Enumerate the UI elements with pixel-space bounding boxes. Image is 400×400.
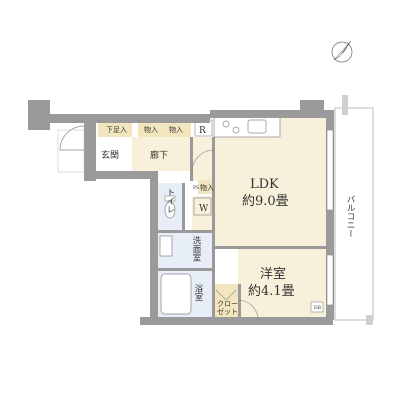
- balcony-area: [334, 107, 374, 321]
- toilet-bowl-icon: [164, 201, 176, 219]
- refrigerator-label: R: [199, 126, 206, 136]
- hallway-floor-2: [192, 137, 214, 181]
- walk-closet-floor: [214, 284, 240, 317]
- ldk-name-label: LDK: [250, 177, 279, 192]
- kitchen-counter: [213, 116, 281, 138]
- walk-closet-label-line1: クロー: [217, 300, 238, 308]
- closet-2-label: 物入: [169, 125, 183, 134]
- windows: [326, 129, 334, 306]
- washer-icon: [193, 197, 212, 216]
- shoe-closet: [98, 123, 132, 137]
- hall-door-icon: [191, 149, 215, 173]
- toilet-label: トイレ: [165, 188, 175, 214]
- western-room-name-label: 洋室: [260, 266, 286, 282]
- bathroom-label: 浴室: [193, 283, 203, 301]
- toilet-tank-icon: [164, 195, 176, 202]
- washbasin-icon: [159, 235, 173, 257]
- sink-icon: [247, 119, 267, 134]
- distribution-board-icon: [310, 301, 324, 313]
- western-door-icon: [237, 299, 259, 321]
- shoe-closet-label: 下足入: [106, 126, 127, 134]
- washer-label: W: [199, 204, 209, 214]
- hallway-label: 廊下: [150, 149, 168, 161]
- stove-burner-icon: [222, 120, 230, 128]
- balcony-rail: [342, 95, 348, 115]
- distribution-board-label: DB: [314, 305, 322, 311]
- pipe-space-label: PS: [193, 185, 199, 191]
- ldk-floor: [214, 117, 327, 248]
- washer-space: [192, 196, 214, 233]
- hallway-floor: [132, 137, 192, 171]
- balcony-rail-bottom: [366, 315, 373, 325]
- north-arrow-icon: [331, 40, 353, 63]
- entrance-floor: [96, 137, 132, 171]
- entrance-label: 玄関: [101, 149, 119, 161]
- closet-1: [138, 123, 165, 137]
- closet-3-label: 物入: [200, 183, 214, 192]
- entrance-door-icon: [59, 125, 85, 151]
- entrance-door-frame: [57, 129, 85, 173]
- closet-1-label: 物入: [144, 125, 158, 134]
- walls: [28, 100, 334, 325]
- washroom-label: 洗面室: [191, 235, 201, 261]
- balcony-label: バルコニー: [345, 195, 355, 238]
- stove-burner-icon-2: [232, 126, 240, 134]
- western-room-size-label: 約4.1畳: [248, 284, 295, 299]
- bathtub-icon: [160, 273, 192, 315]
- closet-2: [165, 123, 191, 137]
- walk-closet-label-line2: ゼット: [217, 307, 238, 316]
- closet-door-icon: [215, 289, 237, 301]
- ldk-size-label: 約9.0畳: [242, 194, 289, 209]
- closet-3: [198, 180, 215, 194]
